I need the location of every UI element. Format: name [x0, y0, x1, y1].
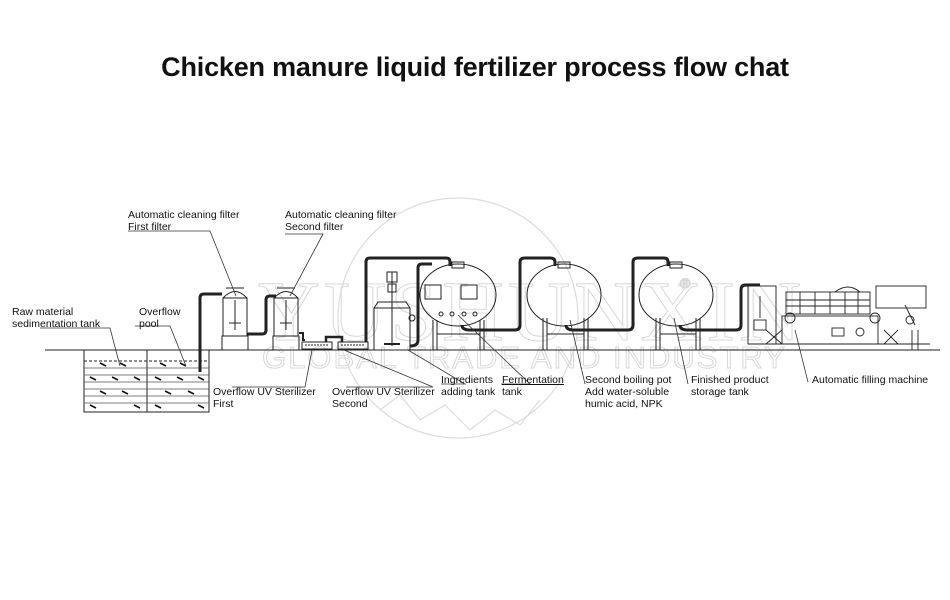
label-finished-storage-tank: Finished product storage tank	[691, 374, 769, 398]
filter-second	[272, 287, 305, 350]
label-filter-second: Automatic cleaning filter Second filter	[285, 209, 397, 233]
label-uv-sterilizer-second: Overflow UV Sterilizer Second	[332, 386, 435, 410]
label-uv-sterilizer-first: Overflow UV Sterilizer First	[213, 386, 316, 410]
label-second-boiling-pot: Second boiling pot Add water-soluble hum…	[585, 374, 672, 410]
watermark-gear-teeth	[379, 394, 541, 431]
equipment-drawing	[40, 230, 940, 413]
uv-sterilizer-second	[337, 341, 369, 350]
filter-first	[221, 287, 276, 350]
sedimentation-tank	[83, 292, 222, 413]
watermark-circle	[337, 197, 579, 439]
label-raw-material-tank: Raw material sedimentation tank	[12, 306, 101, 330]
second-boiling-pot	[526, 256, 670, 350]
label-filter-first: Automatic cleaning filter First filter	[128, 209, 240, 233]
watermark-registered: ®	[680, 275, 691, 291]
ingredients-tank	[373, 262, 432, 351]
diagram-title: Chicken manure liquid fertilizer process…	[161, 52, 789, 82]
label-ingredients-tank: Ingredients adding tank	[441, 374, 496, 398]
fermentation-tank	[419, 256, 557, 350]
automatic-filling-machine	[747, 285, 930, 350]
pipe-uv-to-fermentation	[364, 256, 452, 342]
leader-lines	[40, 230, 809, 388]
label-fermentation-tank: Fermentation tank	[502, 374, 564, 398]
uv-sterilizer-first	[301, 341, 333, 350]
watermark-brand: YUSHUNXIN	[258, 263, 805, 359]
uv-connector-pipe	[324, 335, 344, 342]
label-automatic-filling-machine: Automatic filling machine	[812, 374, 929, 386]
label-overflow-pool: Overflow pool	[139, 306, 181, 330]
watermark-tagline: GLOBAL TRADE AND INDUSTRY	[262, 340, 787, 375]
